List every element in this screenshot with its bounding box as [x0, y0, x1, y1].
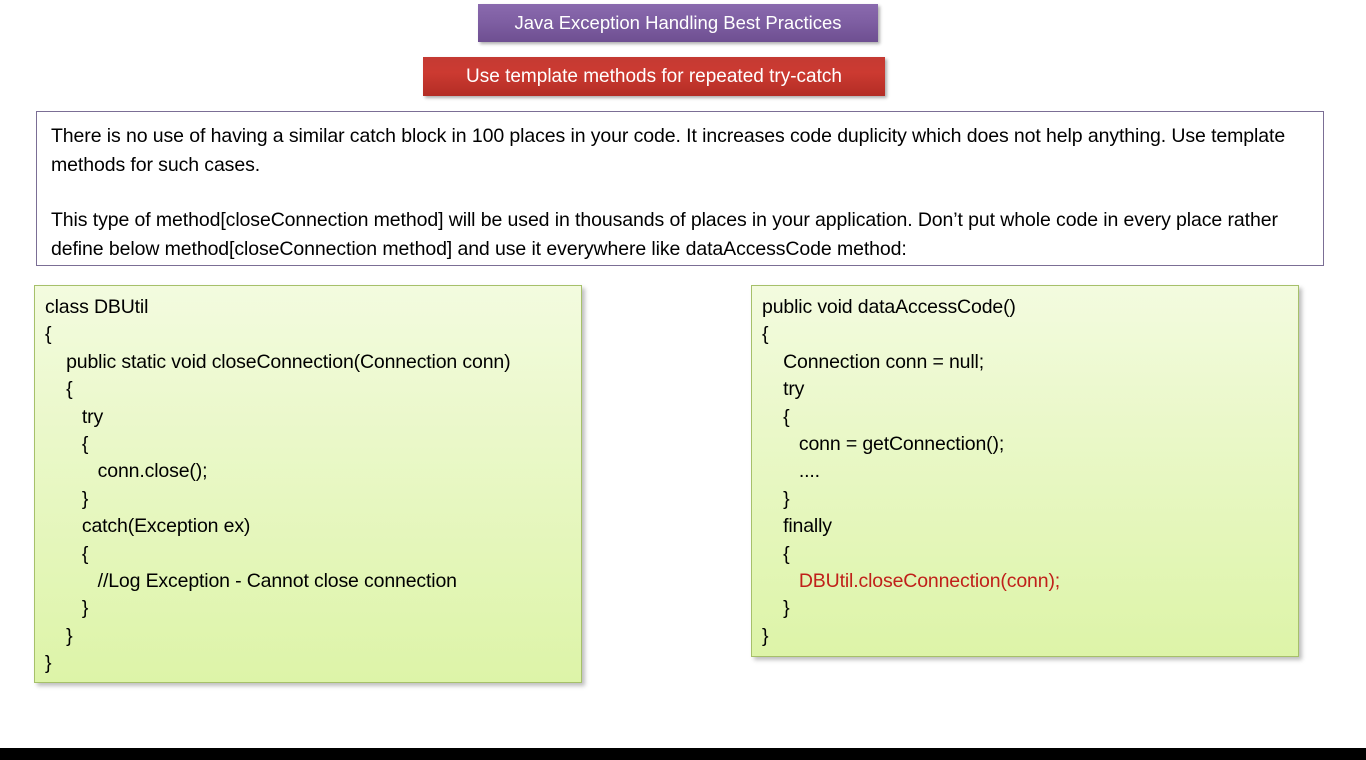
code-line: }	[45, 652, 52, 675]
code-line: public static void closeConnection(Conne…	[45, 350, 511, 373]
code-block-dataaccesscode: public void dataAccessCode() { Connection…	[751, 285, 1299, 657]
code-line: {	[45, 378, 73, 401]
subtitle-banner: Use template methods for repeated try-ca…	[423, 57, 885, 96]
description-textbox: There is no use of having a similar catc…	[36, 111, 1324, 266]
code-line: {	[762, 405, 790, 428]
code-line: try	[762, 378, 805, 401]
code-line: {	[762, 542, 790, 565]
code-line: DBUtil.closeConnection(conn);	[762, 570, 1061, 593]
code-line: conn = getConnection();	[762, 433, 1005, 456]
code-line: {	[45, 542, 89, 565]
code-line: conn.close();	[45, 460, 208, 483]
code-line: public void dataAccessCode()	[762, 296, 1016, 318]
description-paragraph-2: This type of method[closeConnection meth…	[51, 209, 1278, 260]
code-line: }	[762, 487, 790, 510]
code-line: //Log Exception - Cannot close connectio…	[45, 570, 457, 593]
code-line: {	[762, 323, 769, 346]
code-line: ....	[762, 460, 820, 483]
code-line: }	[45, 624, 73, 647]
title-banner: Java Exception Handling Best Practices	[478, 4, 878, 42]
code-line: {	[45, 433, 89, 456]
description-paragraph-1: There is no use of having a similar catc…	[51, 125, 1286, 176]
code-line: }	[762, 624, 769, 647]
code-line: class DBUtil	[45, 296, 149, 318]
code-line: try	[45, 405, 104, 428]
code-block-dbutil: class DBUtil { public static void closeCo…	[34, 285, 582, 683]
code-line: }	[45, 597, 89, 620]
code-line: }	[762, 597, 790, 620]
code-line: catch(Exception ex)	[45, 515, 251, 538]
code-line: }	[45, 487, 89, 510]
code-line: Connection conn = null;	[762, 350, 984, 373]
code-line: {	[45, 323, 52, 346]
bottom-bar	[0, 748, 1366, 760]
paragraph-spacer	[51, 180, 1309, 206]
code-line: finally	[762, 515, 832, 538]
